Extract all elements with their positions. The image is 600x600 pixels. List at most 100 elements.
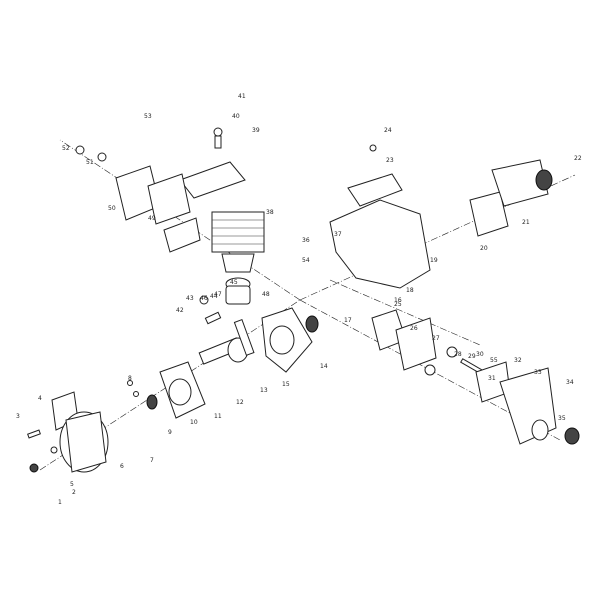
callout-26: 26 [410, 325, 418, 332]
washer-51 [97, 152, 107, 162]
callout-23: 23 [386, 157, 394, 164]
callout-37: 37 [334, 231, 342, 238]
fan-housing-assembly [329, 144, 553, 289]
callout-19: 19 [430, 257, 438, 264]
choke-28 [424, 364, 436, 376]
heat-shield-39 [179, 161, 246, 199]
muffler-bracket-53 [163, 217, 201, 253]
callout-39: 39 [252, 127, 260, 134]
screw-24 [369, 144, 377, 152]
callout-44: 44 [210, 293, 218, 300]
filter-cover-knob [531, 419, 549, 441]
connecting-rod [233, 319, 255, 356]
callout-22: 22 [574, 155, 582, 162]
axis-carburetor [329, 279, 481, 346]
callout-42: 42 [176, 307, 184, 314]
starter-grip-22 [535, 169, 553, 191]
recoil-starter-21 [491, 159, 549, 207]
nut-1 [29, 463, 39, 473]
callout-51: 51 [86, 159, 94, 166]
cylinder-38 [211, 211, 265, 253]
callout-8: 8 [128, 375, 132, 382]
callout-11: 11 [214, 413, 222, 420]
screw-8a [127, 380, 133, 386]
callout-17: 17 [344, 317, 352, 324]
callout-52: 52 [62, 145, 70, 152]
callout-41: 41 [238, 93, 246, 100]
callout-55: 55 [490, 357, 498, 364]
plate-20 [469, 191, 509, 237]
callout-20: 20 [480, 245, 488, 252]
bearing-9 [146, 394, 158, 410]
callout-7: 7 [150, 457, 154, 464]
callout-9: 9 [168, 429, 172, 436]
callout-13: 13 [260, 387, 268, 394]
callout-27: 27 [432, 335, 440, 342]
callout-31: 31 [488, 375, 496, 382]
callout-32: 32 [514, 357, 522, 364]
oil-seal-10 [305, 315, 319, 333]
crankshaft-assembly [198, 295, 255, 365]
crankcase-right [261, 307, 319, 373]
muffler-body-49 [147, 173, 191, 225]
callout-21: 21 [522, 219, 530, 226]
callout-46: 46 [200, 295, 208, 302]
carburetor-assembly [371, 309, 580, 445]
callout-labels: 1234567891011121314151617181920212223242… [16, 93, 582, 506]
bolt-52 [75, 145, 85, 155]
screw-3 [27, 429, 41, 439]
callout-2: 2 [72, 489, 76, 496]
callout-47: 47 [214, 291, 222, 298]
callout-4: 4 [38, 395, 42, 402]
callout-40: 40 [232, 113, 240, 120]
callout-53: 53 [144, 113, 152, 120]
callout-48: 48 [262, 291, 270, 298]
callout-45: 45 [230, 279, 238, 286]
piston [225, 285, 251, 305]
crankcase-bore-right [269, 325, 295, 355]
knob-35 [564, 427, 580, 445]
callout-34: 34 [566, 379, 574, 386]
fan-housing-18 [329, 199, 431, 289]
muffler-assembly [75, 145, 201, 253]
gasket-48 [221, 253, 255, 273]
callout-43: 43 [186, 295, 194, 302]
callout-5: 5 [70, 481, 74, 488]
callout-54: 54 [302, 257, 310, 264]
callout-28: 28 [454, 351, 462, 358]
cover-23 [347, 173, 403, 207]
callout-36: 36 [302, 237, 310, 244]
spark-plug-body [214, 135, 222, 149]
callout-18: 18 [406, 287, 414, 294]
carburetor-26 [395, 317, 437, 371]
callout-25: 25 [394, 301, 402, 308]
callout-1: 1 [58, 499, 62, 506]
callout-15: 15 [282, 381, 290, 388]
callout-14: 14 [320, 363, 328, 370]
cylinder-assembly [179, 127, 265, 305]
callout-38: 38 [266, 209, 274, 216]
flywheel-fins [65, 411, 107, 473]
callout-6: 6 [120, 463, 124, 470]
needle-bearing-44 [204, 311, 222, 325]
axis-upper-left [59, 139, 301, 301]
starter-assembly [27, 361, 206, 473]
screw-8b [133, 391, 139, 397]
gasket-29 [446, 346, 458, 358]
axis-upper-right [299, 174, 576, 301]
callout-50: 50 [108, 205, 116, 212]
pin-46 [199, 295, 209, 305]
callout-16: 16 [394, 297, 402, 304]
callout-30: 30 [476, 351, 484, 358]
callout-3: 3 [16, 413, 20, 420]
callout-10: 10 [190, 419, 198, 426]
spark-plug-40 [213, 127, 223, 137]
callout-12: 12 [236, 399, 244, 406]
callout-33: 33 [534, 369, 542, 376]
crankcase-bore [168, 378, 192, 406]
callout-24: 24 [384, 127, 392, 134]
callout-29: 29 [468, 353, 476, 360]
callout-35: 35 [558, 415, 566, 422]
